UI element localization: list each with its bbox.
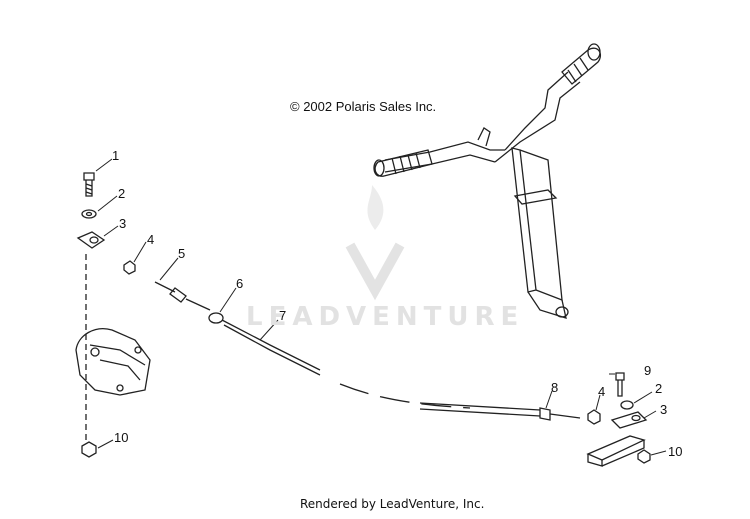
- washer-left: [81, 209, 97, 219]
- callout-washer-right: 2: [655, 381, 663, 396]
- leader-lines: [95, 158, 667, 456]
- parts: [75, 43, 667, 467]
- nut-left: [123, 260, 136, 275]
- callout-cable-end-right: 3: [660, 402, 668, 417]
- lever-plate: [586, 435, 646, 467]
- callout-grommet: 6: [236, 276, 244, 291]
- callout-nut-right: 4: [598, 384, 606, 399]
- callout-cable: 7: [279, 308, 287, 323]
- brake-bracket: [75, 328, 151, 396]
- cable-end-left: [76, 231, 106, 249]
- callout-cable-end-left: 3: [119, 216, 127, 231]
- callout-bolt-left: 1: [112, 148, 120, 163]
- handlebar: [373, 43, 602, 319]
- callout-bolt-right: 9: [644, 363, 652, 378]
- locknut-right: [637, 449, 651, 464]
- callout-cable-end-tip: 5: [178, 246, 186, 261]
- callout-locknut-right: 10: [668, 444, 683, 459]
- watermark-logo: [345, 185, 405, 301]
- callout-nut-left: 4: [147, 232, 155, 247]
- bolt-right: [615, 372, 625, 397]
- watermark-text: LEADVENTURE: [246, 302, 525, 332]
- washer-right: [620, 400, 634, 410]
- nut-right: [587, 409, 601, 425]
- callout-adjuster: 8: [551, 380, 559, 395]
- footer-credit: Rendered by LeadVenture, Inc.: [300, 497, 485, 511]
- callout-locknut-left: 10: [114, 430, 129, 445]
- callout-washer-left: 2: [118, 186, 126, 201]
- copyright-notice: © 2002 Polaris Sales Inc.: [290, 99, 437, 114]
- bolt-left: [83, 172, 95, 197]
- cable-end-right: [610, 411, 648, 429]
- brake-cable: [154, 281, 581, 421]
- locknut-left: [81, 441, 97, 458]
